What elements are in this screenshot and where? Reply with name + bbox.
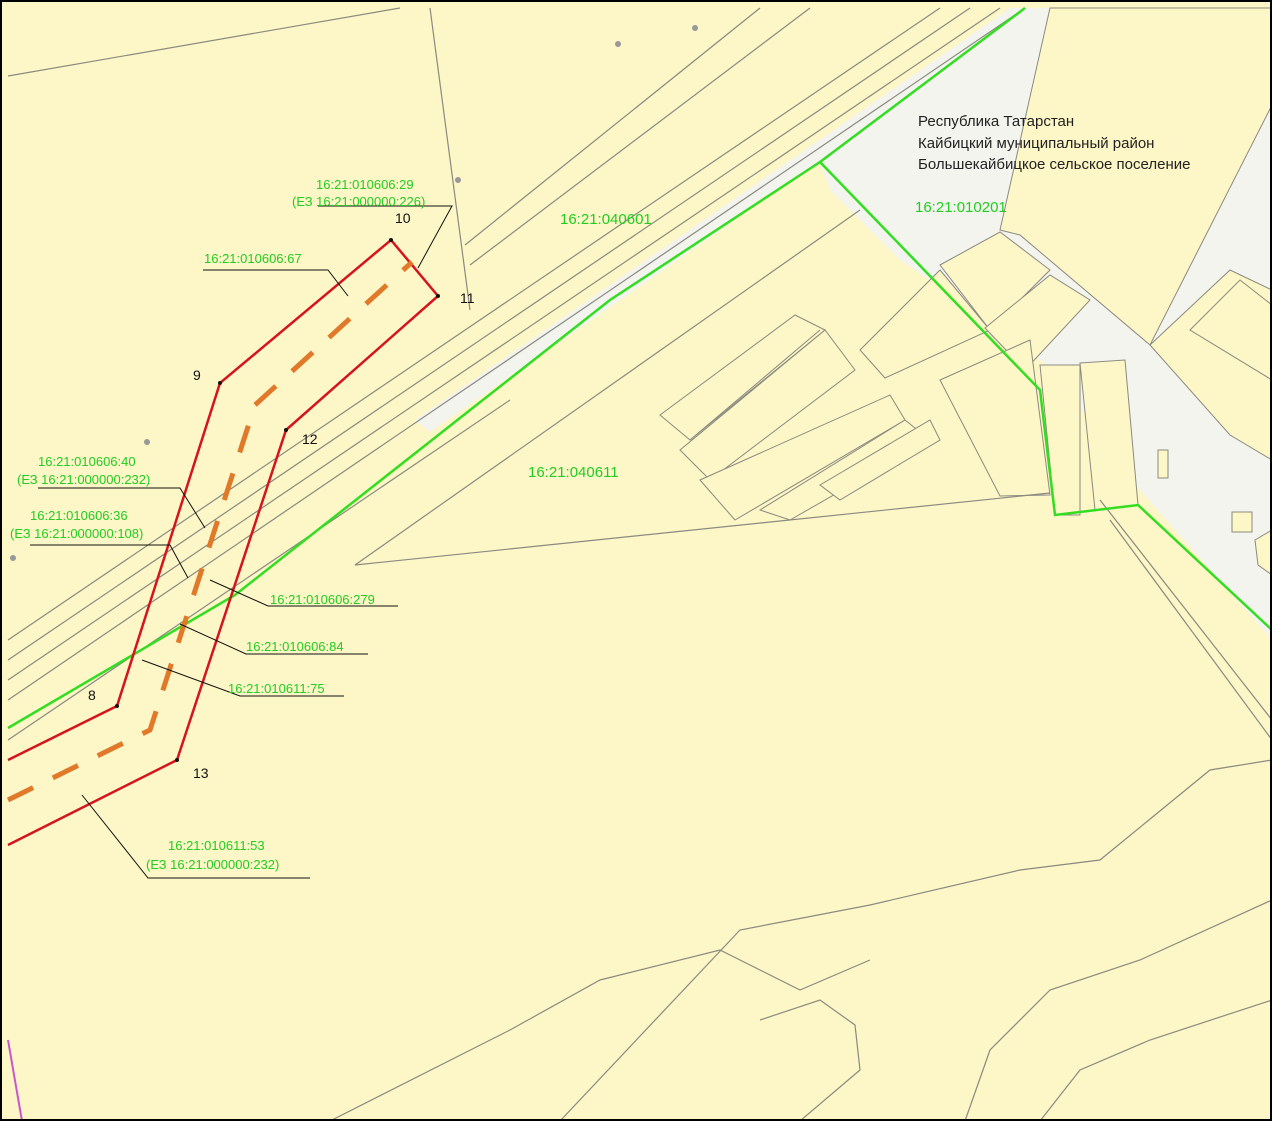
point-label-8: 8 <box>88 687 96 703</box>
parcel-label-36-ez: (ЕЗ 16:21:000000:108) <box>10 526 143 541</box>
parcel-label-40: 16:21:010606:40 <box>38 454 136 469</box>
parcel-label-53: 16:21:010611:53 <box>168 838 265 853</box>
region-label-settlement: Большекайбицкое сельское поселение <box>918 156 1190 173</box>
orange-axis <box>6 260 414 803</box>
point-markers <box>115 238 440 762</box>
quarter-label-040601: 16:21:040601 <box>560 211 652 228</box>
survey-dots <box>10 25 698 561</box>
parcel-label-75: 16:21:010611:75 <box>228 681 325 696</box>
parcel-label-84: 16:21:010606:84 <box>246 639 344 654</box>
parcel-label-53-ez: (ЕЗ 16:21:000000:232) <box>146 857 279 872</box>
parcel-label-67: 16:21:010606:67 <box>204 251 302 266</box>
boundary-green-right <box>819 161 1272 631</box>
point-label-13: 13 <box>193 765 209 781</box>
boundary-magenta <box>7 1039 23 1122</box>
center-blocks <box>659 314 941 521</box>
boundary-green-main <box>7 7 1026 730</box>
parcel-label-29-ez: (ЕЗ 16:21:000000:226) <box>292 194 425 209</box>
quarter-label-010201: 16:21:010201 <box>915 199 1007 216</box>
point-label-12: 12 <box>302 431 318 447</box>
building-blocks <box>859 7 1272 576</box>
point-label-9: 9 <box>193 367 201 383</box>
parcel-label-40-ez: (ЕЗ 16:21:000000:232) <box>17 472 150 487</box>
parcel-label-36: 16:21:010606:36 <box>30 508 128 523</box>
region-label-district: Кайбицкий муниципальный район <box>918 135 1154 152</box>
red-contour <box>7 238 440 847</box>
green-boundaries <box>7 7 1272 730</box>
region-label-republic: Республика Татарстан <box>918 113 1074 130</box>
quarter-label-040611: 16:21:040611 <box>528 464 619 481</box>
parcel-label-29: 16:21:010606:29 <box>316 177 414 192</box>
parcel-lines <box>7 7 1272 1122</box>
leader-lines <box>30 205 453 879</box>
parcel-label-279: 16:21:010606:279 <box>270 592 375 607</box>
point-label-10: 10 <box>395 210 411 226</box>
point-label-11: 11 <box>460 290 475 306</box>
